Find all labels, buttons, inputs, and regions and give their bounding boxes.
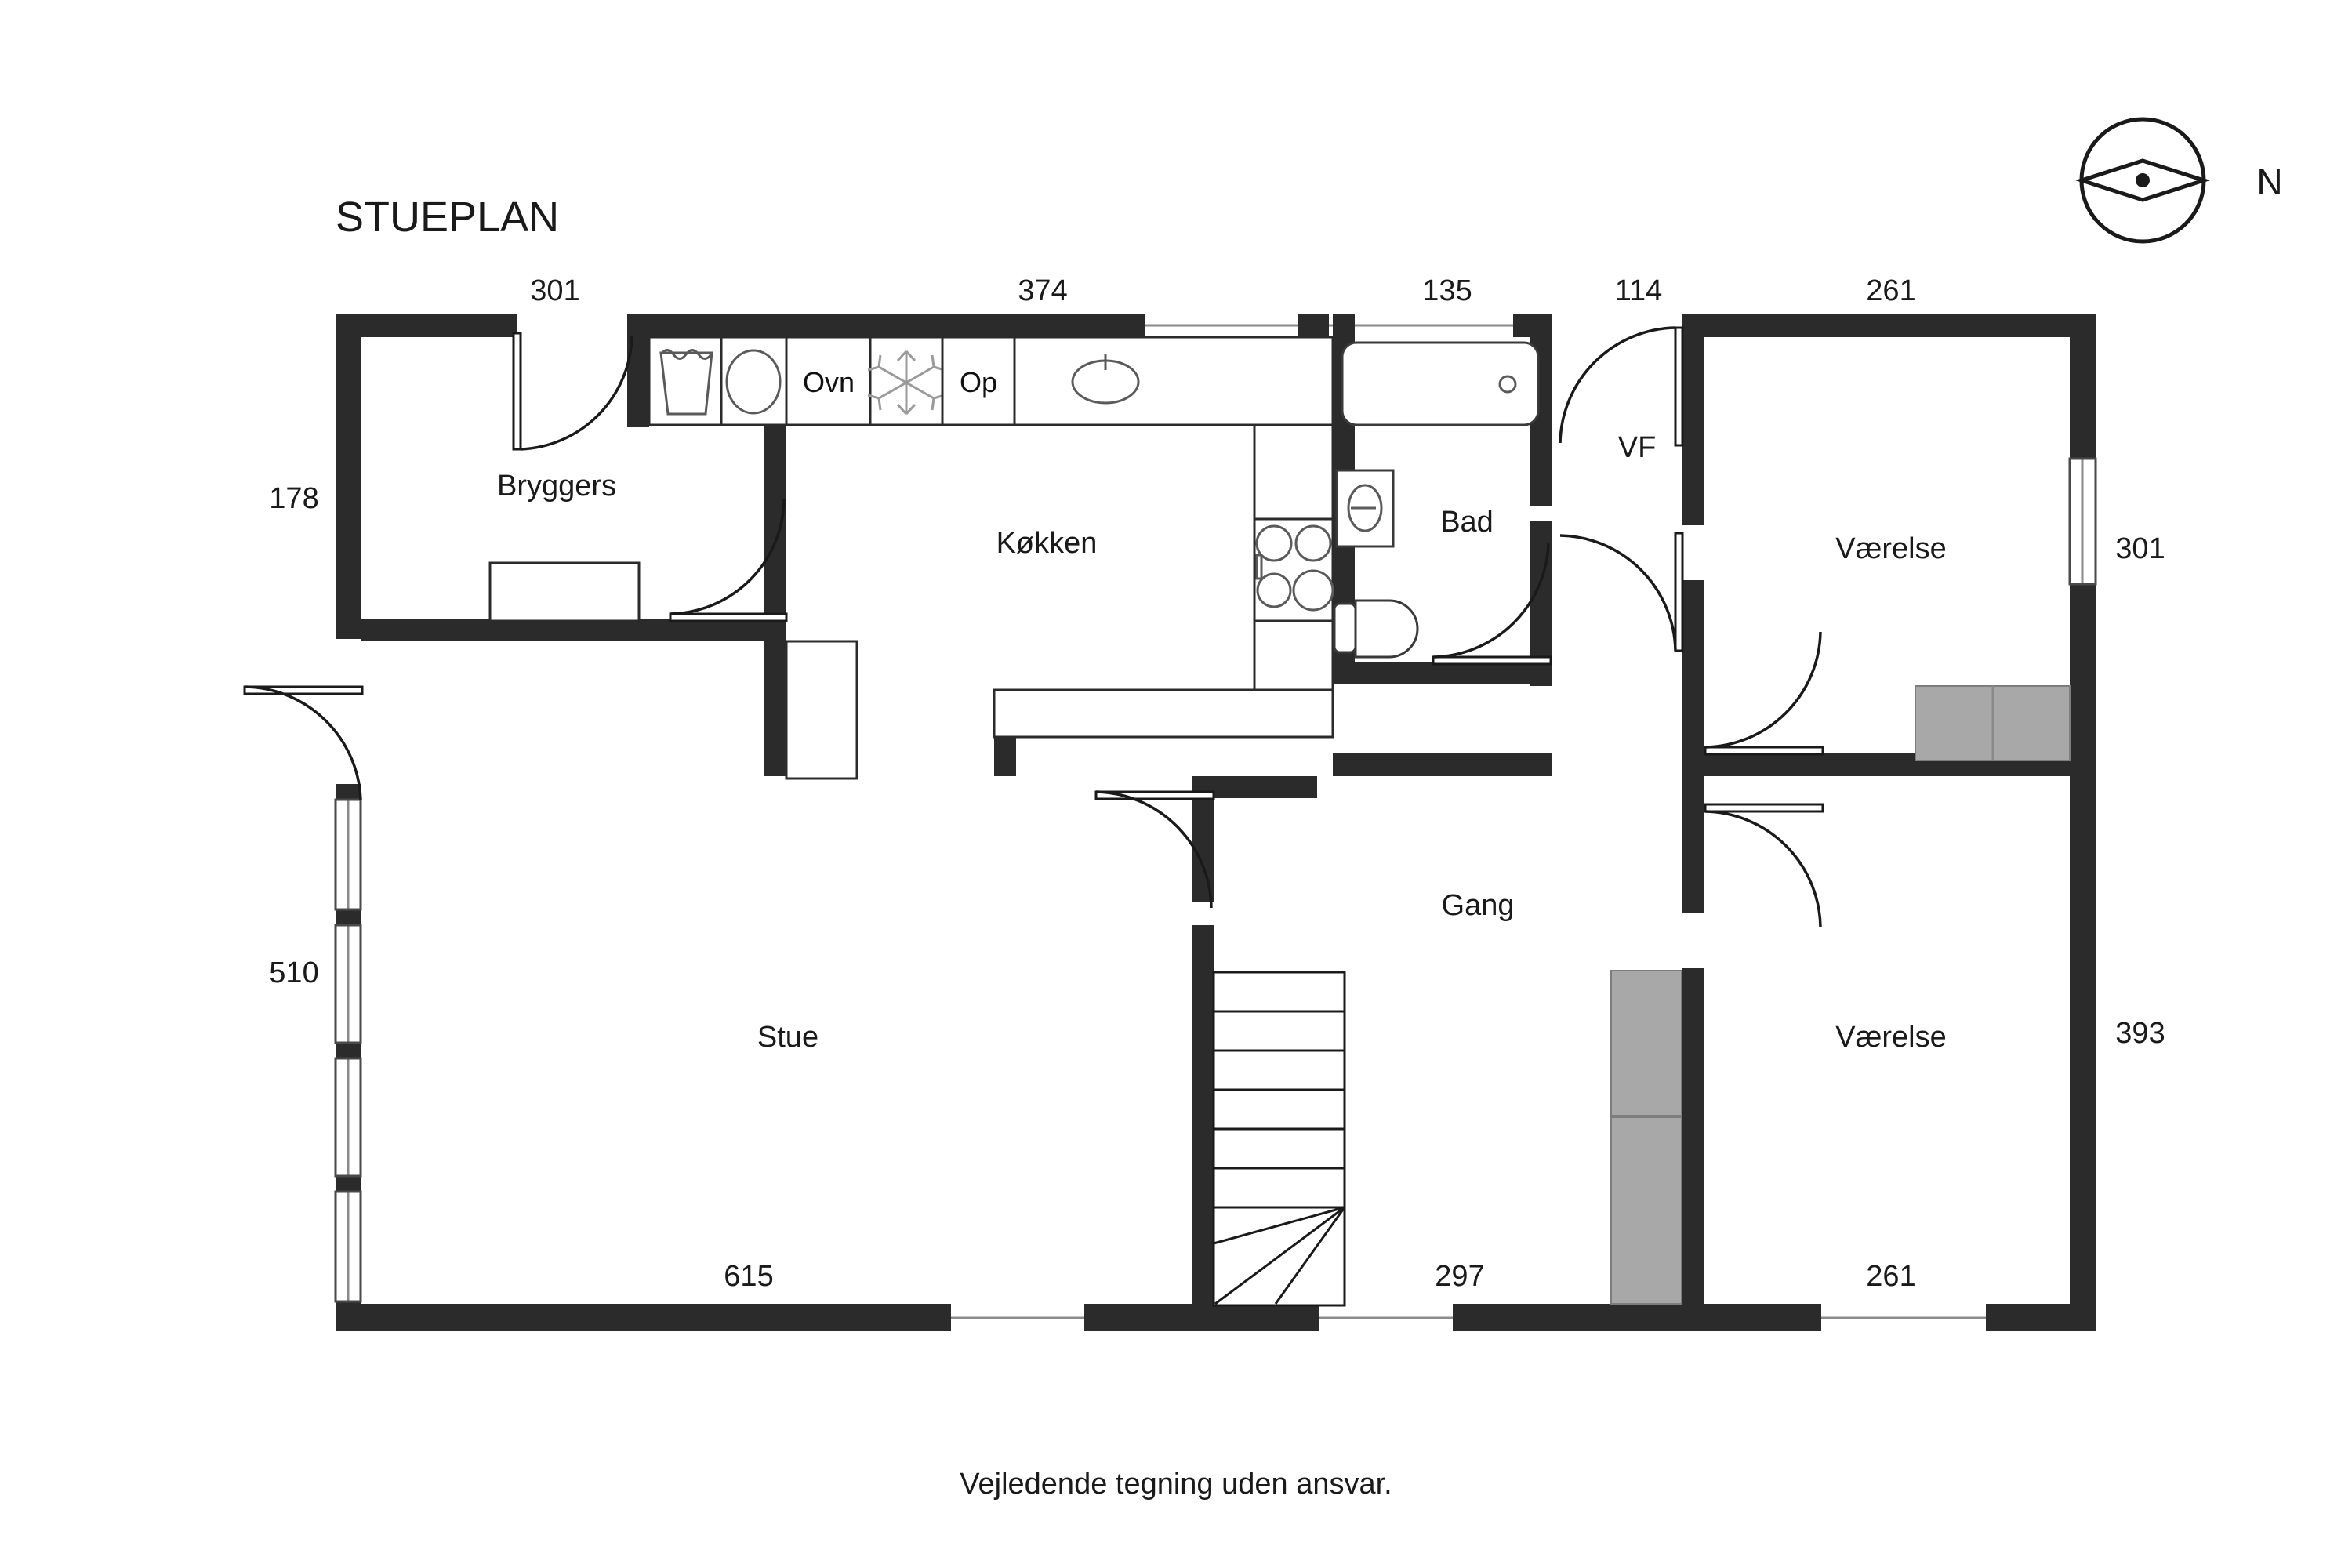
room-label-bad: Bad bbox=[1440, 506, 1494, 539]
dimension-right-301: 301 bbox=[2115, 532, 2165, 565]
door-vaerelse-top bbox=[1704, 631, 1824, 756]
dimension-bottom-615: 615 bbox=[724, 1260, 773, 1293]
dimension-top-374: 374 bbox=[1018, 274, 1067, 307]
door-bryggers-top bbox=[512, 332, 633, 451]
window-top-1 bbox=[1145, 314, 1298, 337]
closet-vaerelse-bottom bbox=[1610, 1116, 1682, 1305]
disclaimer-caption: Vejledende tegning uden ansvar. bbox=[960, 1468, 1392, 1501]
door-bad bbox=[1432, 542, 1552, 666]
door-vf-entry bbox=[1559, 326, 1684, 447]
room-label-gang: Gang bbox=[1442, 889, 1515, 922]
window-left-2 bbox=[334, 924, 362, 1044]
door-stue-exterior bbox=[243, 685, 364, 800]
closet-vaerelse-top bbox=[1915, 685, 2071, 761]
washing-machine-icon bbox=[648, 336, 723, 426]
door-vf-gang bbox=[1559, 532, 1684, 652]
room-label-vaerelse-bottom: Værelse bbox=[1835, 1021, 1947, 1054]
window-bottom-1 bbox=[951, 1304, 1084, 1331]
doors bbox=[243, 326, 1824, 927]
dimension-bottom-297: 297 bbox=[1435, 1260, 1484, 1293]
kitchen-sink-icon bbox=[1071, 354, 1140, 405]
staircase bbox=[1212, 971, 1346, 1307]
oven-icon: Ovn bbox=[785, 336, 872, 426]
cooktop-icon bbox=[1253, 517, 1334, 622]
snowflake-icon bbox=[867, 336, 946, 426]
dimension-bottom-261: 261 bbox=[1866, 1260, 1915, 1293]
room-label-bryggers: Bryggers bbox=[497, 470, 616, 503]
window-left-1 bbox=[334, 798, 362, 911]
window-bottom-3 bbox=[1821, 1304, 1986, 1331]
dimension-right-393: 393 bbox=[2115, 1017, 2165, 1050]
window-bad bbox=[1386, 314, 1513, 337]
room-label-vf: VF bbox=[1618, 431, 1657, 464]
closet-gang bbox=[1610, 970, 1682, 1116]
door-bryggers-hall bbox=[669, 498, 788, 622]
hall-cabinet bbox=[785, 640, 858, 780]
window-right-1 bbox=[2068, 457, 2097, 586]
dimension-top-114: 114 bbox=[1615, 274, 1663, 307]
window-left-4 bbox=[334, 1190, 362, 1303]
room-label-kokken: Køkken bbox=[996, 527, 1098, 560]
dimension-top-261: 261 bbox=[1866, 274, 1915, 307]
dishwasher-label: Op bbox=[960, 366, 997, 398]
room-label-vaerelse-top: Værelse bbox=[1835, 532, 1947, 565]
dryer-icon bbox=[720, 336, 788, 426]
dimension-left-178: 178 bbox=[269, 482, 318, 515]
dishwasher-icon: Op bbox=[941, 336, 1016, 426]
dimension-top-301: 301 bbox=[530, 274, 579, 307]
oven-label: Ovn bbox=[803, 366, 855, 398]
door-stue-gang bbox=[1094, 790, 1215, 909]
bryggers-cabinet bbox=[488, 561, 641, 622]
bathtub-icon bbox=[1341, 341, 1540, 426]
compass-north-label: N bbox=[2256, 162, 2282, 202]
dimension-top-135: 135 bbox=[1422, 274, 1472, 307]
dimension-left-510: 510 bbox=[269, 956, 318, 989]
exterior-walls bbox=[336, 314, 2096, 1331]
window-bottom-2 bbox=[1319, 1304, 1453, 1331]
room-label-stue: Stue bbox=[757, 1021, 818, 1054]
page-title: STUEPLAN bbox=[336, 194, 559, 241]
toilet-icon bbox=[1333, 599, 1419, 659]
window-left-3 bbox=[334, 1057, 362, 1178]
compass-rose-icon bbox=[2074, 117, 2211, 244]
door-vaerelse-bottom bbox=[1704, 803, 1824, 927]
windows bbox=[334, 314, 2097, 1331]
washbasin-icon bbox=[1335, 469, 1395, 548]
